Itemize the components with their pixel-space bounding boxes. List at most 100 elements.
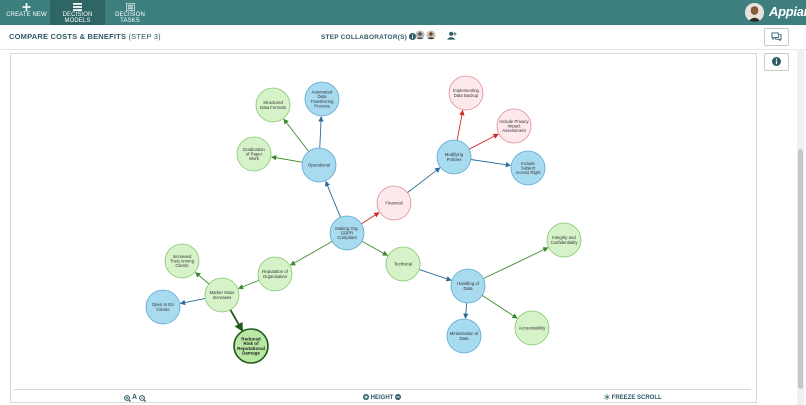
node-label-making: Making Org. [335,226,358,231]
freeze-scroll-button[interactable]: FREEZE SCROLL [604,394,662,401]
node-label-reduced: Reputational [237,346,265,351]
decision-models-tab[interactable]: DECISION MODELS [50,0,105,25]
node-label-technical: Technical [394,262,412,267]
node-circle-handling[interactable] [450,268,486,304]
step-collaborators-label: STEP COLLABORATOR(S) [321,34,407,41]
node-label-market: Market Value [210,290,236,295]
node-circle-accountability[interactable] [514,310,550,346]
height-decrease-icon[interactable] [395,394,402,400]
node-circle-reputation[interactable] [257,256,293,292]
node-circle-automated[interactable] [304,81,340,117]
node-label-reduced: Reduced [241,337,261,342]
node-label-financial: Financial [385,201,402,206]
decision-model-canvas[interactable] [10,53,757,403]
freeze-scroll-label: FREEZE SCROLL [611,395,662,401]
vertical-scrollbar[interactable] [797,49,804,405]
node-circle-backup[interactable] [448,75,484,111]
node-label-trust: Increased [173,254,192,259]
user-photo-icon [745,3,764,22]
collaborator-avatars[interactable] [415,30,439,40]
node-label-making: Compliant [337,235,357,240]
node-operational[interactable]: Operational [301,147,337,183]
node-circle-structured[interactable] [255,87,291,123]
node-circle-market[interactable] [204,277,240,313]
node-circle-financial[interactable] [376,185,412,221]
create-new-button[interactable]: CREATE NEW [5,0,48,25]
node-label-backup: Data Backup [454,93,479,98]
node-technical[interactable]: Technical [385,246,421,282]
tasks-list-icon [125,3,135,11]
node-label-market: Increases [213,295,232,300]
edge-making-technical [361,240,389,256]
node-label-backup: Implementing [453,88,479,93]
info-icon[interactable] [409,33,416,40]
edge-reputation-market [237,279,260,290]
scrollbar-thumb[interactable] [798,149,803,389]
zoom-reset-button[interactable]: A [132,394,138,401]
edge-making-operational [325,180,341,218]
node-accountability[interactable]: Accountability [514,310,550,346]
create-new-label: CREATE NEW [6,12,47,18]
comments-button[interactable] [764,28,789,46]
decision-tasks-tab[interactable]: DECISION TASKS [107,0,153,25]
node-label-subject: Include [521,161,535,166]
node-label-subject: Subject [521,166,536,171]
node-circle-eradication[interactable] [236,136,272,172]
edge-operational-automated [318,116,324,149]
node-circle-minimization[interactable] [446,318,482,354]
node-circle-trust[interactable] [164,243,200,279]
zoom-controls [124,395,147,403]
node-circle-reduced[interactable] [233,328,269,364]
add-collaborator-icon[interactable] [447,31,457,40]
node-circle-privacy[interactable] [496,108,532,144]
node-circle-eu[interactable] [145,289,181,325]
node-label-automated: Automated [312,90,333,95]
edge-technical-handling [418,269,452,282]
node-circle-integrity[interactable] [546,222,582,258]
appian-logo: Appian [769,4,806,19]
zoom-in-icon[interactable] [124,395,132,403]
node-circle-operational[interactable] [301,147,337,183]
step-collaborators: STEP COLLABORATOR(S) [321,33,416,41]
node-label-eradication: Eradication [243,147,265,152]
node-financial[interactable]: Financial [376,185,412,221]
node-label-minimization: Minimization of [450,331,479,336]
node-circle-technical[interactable] [385,246,421,282]
node-circle-subject[interactable] [510,150,546,186]
node-label-automated: Process [314,103,330,108]
edge-market-reduced [229,309,243,332]
info-panel-button[interactable] [764,53,789,71]
decision-models-label: DECISION MODELS [62,12,93,24]
node-label-trust: Clients [175,263,188,268]
height-increase-icon[interactable] [363,394,369,400]
node-label-minimization: Data [459,336,469,341]
node-circle-modifying[interactable] [436,139,472,175]
edge-operational-eradication [270,155,303,163]
comments-icon [771,32,782,41]
user-avatar[interactable] [745,3,764,22]
node-circle-making[interactable] [329,215,365,251]
node-label-privacy: Impact [508,124,522,129]
node-label-reputation: Organisation [263,274,288,279]
node-label-subject: Access Right [515,170,541,175]
page-title: COMPARE COSTS & BENEFITS (STEP 3) [9,32,161,41]
zoom-out-icon[interactable] [139,395,147,403]
node-label-modifying: Modifying [445,152,464,157]
